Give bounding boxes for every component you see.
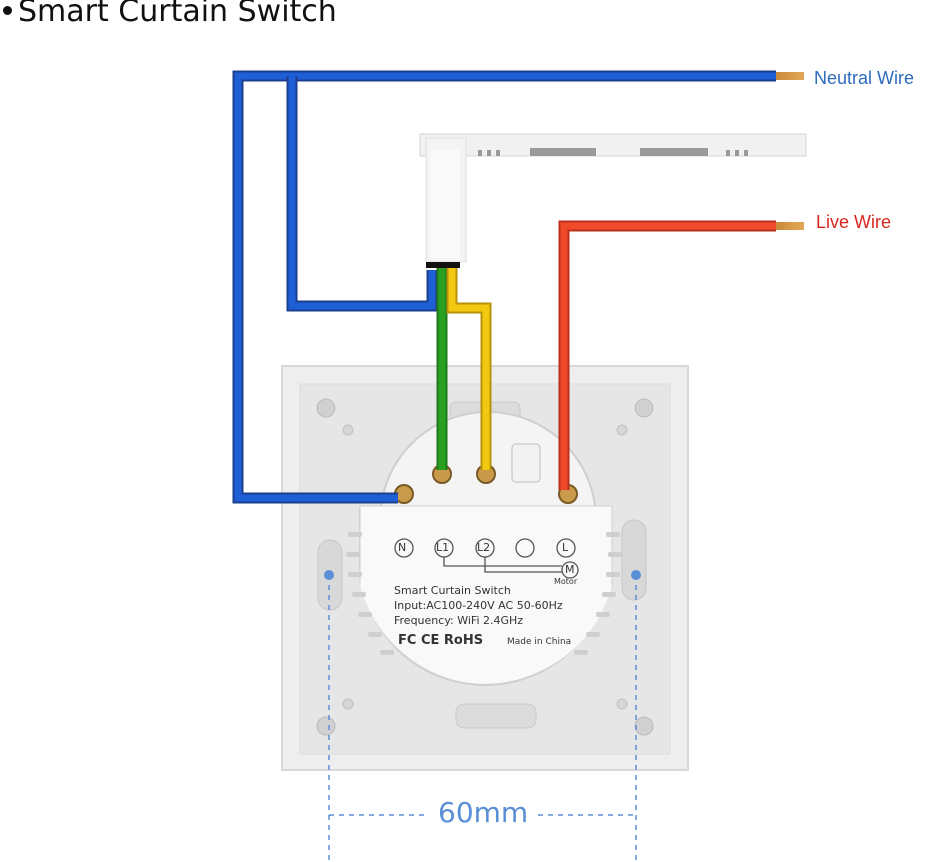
terminal-label-n: N	[398, 541, 407, 554]
screw-hole-top-left	[316, 398, 336, 418]
bottom-notch	[455, 703, 537, 729]
dimension-label: 60mm	[438, 796, 529, 829]
certification-marks: FC CE RoHS	[398, 633, 484, 648]
terminal-label-l1: L1	[436, 541, 450, 554]
dimension-point-left	[324, 570, 334, 580]
title-text: Smart Curtain Switch	[18, 0, 337, 29]
diagram-title: Smart Curtain Switch	[0, 0, 337, 29]
live-wire-tip	[776, 222, 804, 230]
vent-slots-left	[346, 532, 394, 655]
screw-hole-bottom-left	[316, 716, 336, 736]
motor-symbol: M	[565, 563, 575, 576]
mounting-slot-right	[621, 519, 647, 601]
small-hole	[616, 698, 628, 710]
neutral-wire-label: Neutral Wire	[814, 68, 915, 88]
module-frequency: Frequency: WiFi 2.4GHz	[394, 614, 524, 627]
module-face-lower	[360, 585, 612, 683]
module-input: Input:AC100-240V AC 50-60Hz	[394, 599, 563, 612]
dimension-guides	[328, 575, 637, 862]
neutral-wire-tip	[776, 72, 804, 80]
made-in-label: Made in China	[507, 637, 572, 647]
dimension-point-right	[631, 570, 641, 580]
module-face	[359, 505, 613, 587]
terminal-label-l: L	[562, 541, 569, 554]
motor-wire-yellow	[446, 268, 492, 470]
module-name: Smart Curtain Switch	[394, 584, 511, 597]
small-hole	[342, 424, 354, 436]
bullet-icon	[3, 5, 12, 15]
motor-label: Motor	[554, 577, 578, 586]
neutral-wire	[232, 70, 776, 504]
small-hole	[616, 424, 628, 436]
screw-hole-bottom-right	[634, 716, 654, 736]
small-hole	[342, 698, 354, 710]
curtain-track	[419, 133, 807, 263]
antenna-clip	[511, 443, 541, 483]
terminal-markers	[394, 538, 579, 579]
wire-entry	[426, 262, 460, 268]
vent-slots-right	[574, 532, 622, 655]
terminal-label-l2: L2	[477, 541, 491, 554]
screw-hole-top-right	[634, 398, 654, 418]
live-wire-label: Live Wire	[816, 212, 892, 232]
live-wire	[558, 220, 776, 490]
